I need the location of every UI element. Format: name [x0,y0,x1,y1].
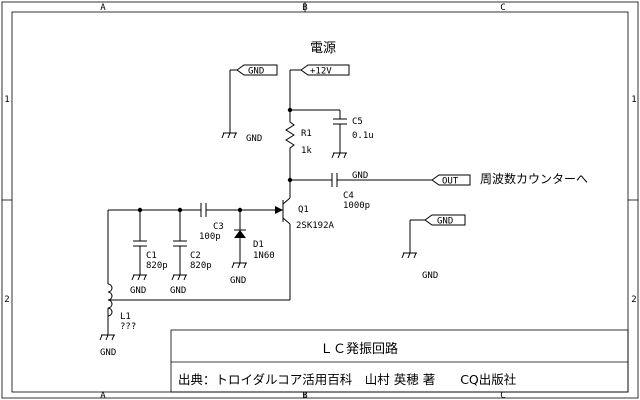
c4-value: 1000p [343,201,370,211]
gnd-port-right-label: GND [437,217,453,227]
capacitor-c5: C5 0.1u [290,109,374,159]
col-label-c-bottom: C [500,391,505,400]
col-label-c-top: C [500,3,505,13]
power-title: 電源 [310,41,336,56]
out-port: OUT 周波数カウンターへ [431,171,588,187]
capacitor-c1: C1 820p GND [130,210,168,296]
out-port-label: OUT [442,177,459,187]
vcc-port-label: +12V [310,67,332,77]
gnd-label-top: GND [246,134,262,144]
c1-ref: C1 [146,251,157,261]
c4-ref: C4 [343,191,354,201]
gnd-port-top: GND GND [221,64,278,144]
transistor-q1: Q1 2SK192A [240,180,335,300]
capacitor-c3: C3 100p [180,203,240,242]
d1-ref: D1 [253,240,264,250]
d1-value: 1N60 [253,251,275,261]
c1-gnd-label: GND [130,286,146,296]
out-note: 周波数カウンターへ [480,171,588,186]
d1-gnd-label: GND [230,276,246,286]
gnd-port-right: GND GND [401,214,466,281]
col-label-a-bottom: A [100,391,106,400]
c2-ref: C2 [190,251,201,261]
l1-value: ??? [120,322,136,332]
c3-value: 100p [199,232,221,242]
c2-value: 820p [190,261,212,271]
capacitor-c4: GND C4 1000p [290,171,432,211]
c2-gnd-label: GND [170,286,186,296]
vcc-port: +12V [290,64,350,77]
title-block-title: ＬＣ発振回路 [320,341,398,357]
c5-ref: C5 [352,117,363,127]
r1-value: 1k [301,146,312,156]
row-label-2-left: 2 [4,295,9,305]
title-block: ＬＣ発振回路 出典：トロイダルコア活用百科 山村 英穂 著 CQ出版社 [170,329,629,393]
gnd-port-top-label: GND [248,67,264,77]
capacitor-c2: C2 820p GND [170,210,212,296]
col-label-b-bottom: B [302,391,307,400]
l1-ref: L1 [120,312,131,322]
resistor-r1: R1 1k [285,118,312,180]
diode-d1: D1 1N60 GND [230,210,275,286]
q1-ref: Q1 [298,205,309,215]
l1-gnd-label: GND [100,348,116,358]
gnd-label-right: GND [422,271,438,281]
r1-ref: R1 [301,129,312,139]
col-label-b-top: B [302,3,307,13]
row-label-2-right: 2 [631,295,636,305]
inductor-l1: L1 ??? GND [99,210,290,358]
c4-gnd-label: GND [352,171,368,181]
c3-ref: C3 [213,222,224,232]
row-label-1-right: 1 [631,95,636,105]
c1-value: 820p [146,261,168,271]
c5-value: 0.1u [352,131,374,141]
row-label-1-left: 1 [4,95,9,105]
col-label-a-top: A [100,3,106,13]
grid-labels: A B C A B C 1 2 1 2 [4,3,636,400]
title-block-source: 出典：トロイダルコア活用百科 山村 英穂 著 CQ出版社 [178,372,516,387]
q1-value: 2SK192A [296,221,335,231]
